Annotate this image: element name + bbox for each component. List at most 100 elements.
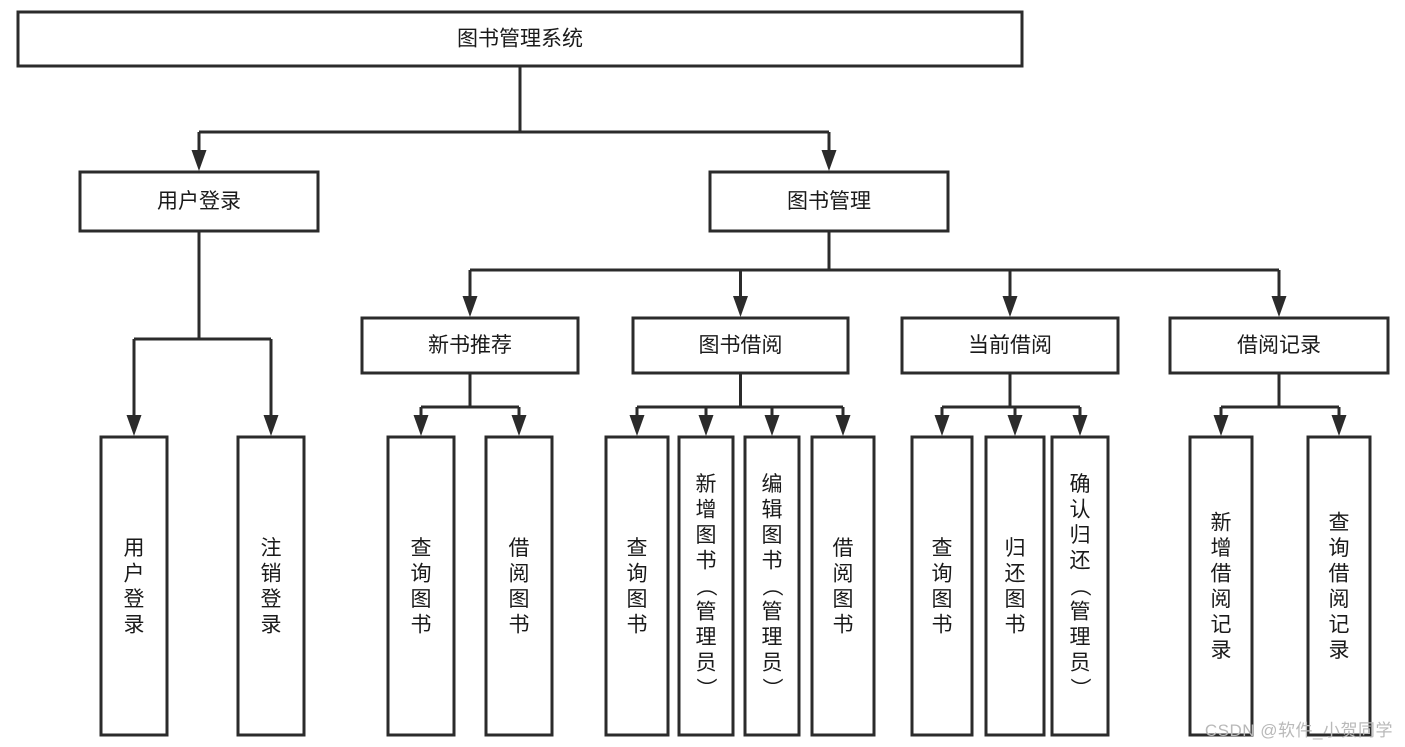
node-label: 图书借阅 — [699, 334, 783, 357]
node-label-char: 管 — [762, 601, 783, 624]
node-rect — [78, 170, 320, 233]
arrow-head-icon — [934, 415, 950, 436]
arrow-head-icon — [821, 150, 837, 171]
node-level3-2[interactable]: 当前借阅 — [900, 316, 1120, 375]
node-label-char: 书 — [1005, 613, 1026, 636]
node-label: 图书管理 — [787, 190, 871, 213]
node-rect — [1168, 316, 1390, 375]
node-label-char: 录 — [1329, 639, 1350, 662]
node-level2-0[interactable]: 用户登录 — [78, 170, 320, 233]
node-label-char: 理 — [696, 626, 717, 649]
node-label-char: 借 — [1211, 562, 1232, 585]
node-rect — [900, 316, 1120, 375]
node-rect — [360, 316, 580, 375]
node-rect — [743, 435, 801, 737]
node-label-char: 询 — [1329, 537, 1350, 560]
node-label-char: 询 — [627, 562, 648, 585]
node-label-char: 图 — [1005, 588, 1026, 611]
node-label-char: 员 — [696, 652, 717, 675]
node-boxes: 图书管理系统用户登录图书管理新书推荐图书借阅当前借阅借阅记录用户登录注销登录查询… — [16, 10, 1390, 737]
node-label-char: 新 — [696, 473, 717, 496]
arrow-head-icon — [1331, 415, 1347, 436]
node-label-char: （ — [694, 576, 717, 597]
node-label-char: 记 — [1211, 613, 1232, 636]
node-rect — [810, 435, 876, 737]
node-label-char: 登 — [261, 588, 282, 611]
node-label-char: 询 — [411, 562, 432, 585]
node-rect — [1306, 435, 1372, 737]
node-rect — [677, 435, 735, 737]
node-label-char: 书 — [762, 550, 783, 573]
node-label-char: 图 — [932, 588, 953, 611]
node-level3-1[interactable]: 图书借阅 — [631, 316, 850, 375]
node-label-char: 阅 — [1329, 588, 1350, 611]
node-label-char: 阅 — [1211, 588, 1232, 611]
node-label-char: （ — [1068, 576, 1091, 597]
node-label-char: 书 — [696, 550, 717, 573]
node-label-char: 书 — [932, 613, 953, 636]
node-rect — [984, 435, 1046, 737]
arrow-head-icon — [462, 296, 478, 317]
node-label: 借阅记录 — [1237, 334, 1321, 357]
node-label-char: 录 — [261, 613, 282, 636]
node-rect — [99, 435, 169, 737]
node-rect — [16, 10, 1024, 68]
node-label-char: 销 — [261, 562, 282, 585]
arrow-head-icon — [191, 150, 207, 171]
arrow-head-icon — [733, 296, 748, 317]
arrow-head-icon — [126, 415, 142, 436]
node-label: 新书推荐 — [428, 334, 512, 357]
node-label-char: 认 — [1070, 499, 1091, 522]
node-label-char: 书 — [411, 613, 432, 636]
node-label-char: 借 — [1329, 562, 1350, 585]
node-label-char: 书 — [833, 613, 854, 636]
arrow-head-icon — [1002, 296, 1018, 317]
node-label-char: 询 — [932, 562, 953, 585]
arrow-head-icon — [263, 415, 279, 436]
node-rect — [484, 435, 554, 737]
node-rect — [1188, 435, 1254, 737]
node-label-char: 查 — [627, 537, 648, 560]
node-rect — [910, 435, 974, 737]
node-rect — [236, 435, 306, 737]
node-label-char: 理 — [1070, 626, 1091, 649]
node-label-char: 书 — [509, 613, 530, 636]
node-label-char: 辑 — [762, 499, 783, 522]
node-leaf-0[interactable]: 用户登录 — [99, 435, 169, 737]
node-label-char: 编 — [762, 473, 783, 496]
node-label-char: 借 — [833, 537, 854, 560]
node-label-char: 登 — [124, 588, 145, 611]
node-label-char: 录 — [124, 613, 145, 636]
node-label-char: ） — [760, 678, 783, 699]
node-root[interactable]: 图书管理系统 — [16, 10, 1024, 68]
node-level3-0[interactable]: 新书推荐 — [360, 316, 580, 375]
node-label-char: 图 — [696, 524, 717, 547]
node-label-char: 管 — [1070, 601, 1091, 624]
node-label-char: 管 — [696, 601, 717, 624]
node-label-char: 归 — [1005, 537, 1026, 560]
node-label-char: 还 — [1005, 562, 1026, 585]
node-level3-3[interactable]: 借阅记录 — [1168, 316, 1390, 375]
arrow-head-icon — [835, 415, 851, 436]
node-label-char: 图 — [762, 524, 783, 547]
node-rect — [708, 170, 950, 233]
arrow-head-icon — [1072, 415, 1088, 436]
node-label-char: 查 — [932, 537, 953, 560]
node-label-char: 图 — [509, 588, 530, 611]
node-label-char: 阅 — [833, 562, 854, 585]
node-level2-1[interactable]: 图书管理 — [708, 170, 950, 233]
